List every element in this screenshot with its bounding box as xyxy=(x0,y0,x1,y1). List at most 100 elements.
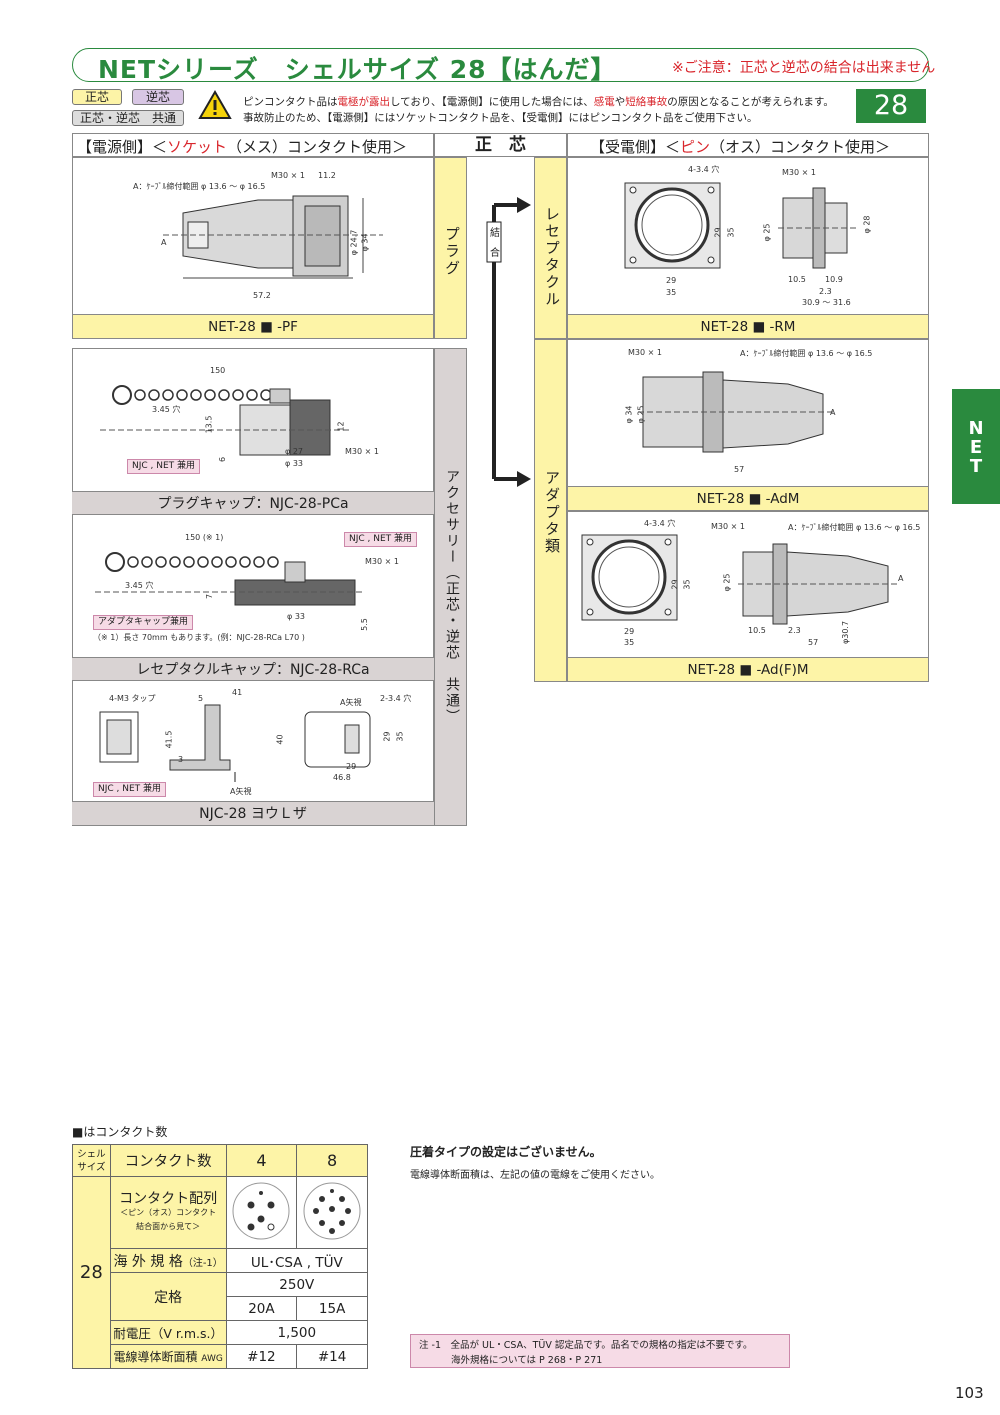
label-adapter: アダプタ類 xyxy=(534,339,567,682)
dim-rm-d29: 29 xyxy=(713,227,723,238)
dim-recepcap-thread: M30 × 1 xyxy=(365,557,399,566)
dim-pf-d3: φ 34 xyxy=(360,233,370,252)
dim-adm-thread: M30 × 1 xyxy=(628,348,662,357)
td-rating-voltage: 250V xyxy=(225,1272,369,1297)
drawing-adm xyxy=(638,371,833,453)
drawing-plug-pf xyxy=(163,195,383,279)
dim-recepcap-hole: 3.45 穴 xyxy=(125,581,154,590)
page-title: NETシリーズ シェルサイズ 28【はんだ】 xyxy=(98,55,617,84)
panel-adapter-adm: M30 × 1 A：ｹｰﾌﾞﾙ締付範囲 φ 13.6 〜 φ 16.5 φ 34… xyxy=(567,339,929,511)
td-wire-8: #14 xyxy=(296,1344,368,1369)
panel-adapter-adfm: 4-3.4 穴 M30 × 1 A：ｹｰﾌﾞﾙ締付範囲 φ 13.6 〜 φ 1… xyxy=(567,511,929,682)
dim-pf-thread: M30 × 1 xyxy=(271,171,305,180)
dim-adm-len: 57 xyxy=(734,465,745,474)
warning-line-2: 事故防止のため、【電源側】にはソケットコンタクト品を、【受電側】にはピンコンタク… xyxy=(243,112,758,124)
dim-plugcap-thread: M30 × 1 xyxy=(345,447,379,456)
label-receptacle: レセプタクル xyxy=(534,157,567,339)
td-wire-4: #12 xyxy=(225,1344,298,1369)
dim-rm-range: 30.9 〜 31.6 xyxy=(802,298,851,307)
header-power-side: 【電源側】＜ソケット（メス）コンタクト使用＞ xyxy=(72,133,434,157)
label-accessories: アクセサリー（正芯・逆芯 共通） xyxy=(434,348,467,826)
th-shell: シェルサイズ xyxy=(72,1144,111,1177)
table-caption: ■はコンタクト数 xyxy=(72,1125,168,1139)
dim-plugcap-len: 150 xyxy=(210,366,226,375)
note-recepcap: （※ 1）長さ 70mm もあります。(例：NJC-28-RCa L70 ) xyxy=(93,633,305,642)
td-rating-current-8: 15A xyxy=(296,1296,368,1321)
dim-pf-d1: 11.2 xyxy=(318,171,336,180)
dim-bracket-d40: 40 xyxy=(275,734,285,745)
badge-common: 正芯・逆芯 共通 xyxy=(72,110,184,126)
shell-size-box: 28 xyxy=(856,89,926,123)
crimp-title: 圧着タイプの設定はございません。 xyxy=(410,1145,602,1159)
caption-adfm: NET-28 ■ -Ad(F)M xyxy=(568,657,928,681)
dim-bracket-d35: 35 xyxy=(395,731,405,742)
dim-recepcap-len: 150 (※ 1) xyxy=(185,533,224,542)
dim-pf-a: A xyxy=(161,238,167,247)
caption-pf: NET-28 ■ -PF xyxy=(73,314,433,338)
drawing-adfm-front xyxy=(581,534,678,621)
dim-bracket-d29: 29 xyxy=(382,731,392,742)
dim-plugcap-d12: 12 xyxy=(336,421,346,432)
note-1: 注 -1 全品が UL・CSA、TÜV 認定品です。品名での規格の指定は不要です… xyxy=(410,1334,790,1368)
dim-recepcap-d7: 7 xyxy=(205,593,215,600)
caption-bracket: NJC-28 ヨウＬザ xyxy=(72,801,434,825)
caption-plug-cap: プラグキャップ：NJC-28-PCa xyxy=(72,491,434,515)
badge-gyakushin: 逆芯 xyxy=(132,89,184,105)
tag-recepcap: NJC , NET 兼用 xyxy=(344,532,418,547)
panel-receptacle-rm: 4-3.4 穴 M30 × 1 29 35 φ 25 φ 28 29 35 10… xyxy=(567,157,929,339)
title-frame xyxy=(72,48,929,82)
td-rating-current-4: 20A xyxy=(225,1296,298,1321)
dim-adfm-range: A：ｹｰﾌﾞﾙ締付範囲 φ 13.6 〜 φ 16.5 xyxy=(788,523,921,532)
drawing-recep-cap xyxy=(95,552,363,606)
dim-bracket-arrow: A矢視 xyxy=(230,787,252,796)
caption-adm: NET-28 ■ -AdM xyxy=(568,486,928,510)
dim-adm-phi25: φ 25 xyxy=(636,405,646,424)
td-wire: 電線導体断面積 AWG xyxy=(109,1344,227,1369)
dim-adfm-w29: 29 xyxy=(624,627,635,636)
dim-adfm-a: A xyxy=(898,574,904,583)
drawing-adfm-side xyxy=(738,543,898,625)
drawing-plug-cap xyxy=(100,385,350,456)
page-number: 103 xyxy=(955,1384,984,1402)
dim-rm-w29: 29 xyxy=(666,276,677,285)
contact-layout-8-diagram xyxy=(303,1182,361,1239)
th-contacts: コンタクト数 xyxy=(109,1144,227,1177)
td-withstand: 耐電圧（V r.m.s.） xyxy=(109,1320,227,1345)
td-layout-4 xyxy=(225,1176,298,1249)
drawing-rm-side xyxy=(778,187,856,269)
label-plug: プラグ xyxy=(434,157,467,339)
dim-adfm-d29: 29 xyxy=(670,579,680,590)
dim-adm-a: A xyxy=(830,408,836,417)
dim-recepcap-d55: 5.5 xyxy=(359,618,369,631)
dim-pf-d2: φ 24.7 xyxy=(349,229,359,256)
td-standard-value: UL･CSA , TÜV xyxy=(225,1248,369,1273)
dim-adfm-len: 57 xyxy=(808,638,819,647)
dim-adfm-d23: 2.3 xyxy=(788,626,801,635)
dim-bracket-view: A矢視 xyxy=(340,698,362,707)
panel-plug-pf: A：ｹｰﾌﾞﾙ締付範囲 φ 13.6 〜 φ 16.5 M30 × 1 11.2… xyxy=(72,157,434,339)
drawing-rm-front xyxy=(624,182,721,269)
tag-recepcap-adapter: アダプタキャップ兼用 xyxy=(93,615,194,630)
dim-pf-len: 57.2 xyxy=(253,291,271,300)
td-standard: 海 外 規 格（注-1） xyxy=(109,1248,227,1273)
dim-plugcap-hole: 3.45 穴 xyxy=(152,405,181,414)
warning-icon xyxy=(198,89,232,119)
dim-rm-d109: 10.9 xyxy=(825,275,843,284)
dim-rm-d105: 10.5 xyxy=(788,275,806,284)
dim-adfm-holes: 4-3.4 穴 xyxy=(644,519,676,528)
contact-layout-4-diagram xyxy=(232,1182,290,1239)
td-layout-8 xyxy=(296,1176,368,1249)
dim-plugcap-d6: 6 xyxy=(218,456,228,463)
dim-rm-d35: 35 xyxy=(726,227,736,238)
warning-line-1: ピンコンタクト品は電極が露出しており、【電源側】に使用した場合には、感電や短絡事… xyxy=(243,96,834,108)
header-center: 正 芯 xyxy=(434,133,567,157)
dim-bracket-d5: 5 xyxy=(198,694,204,703)
dim-bracket-d468: 46.8 xyxy=(333,773,351,782)
th-contacts-8: 8 xyxy=(296,1144,368,1177)
dim-adfm-w35: 35 xyxy=(624,638,635,647)
dim-adfm-d105: 10.5 xyxy=(748,626,766,635)
dim-bracket-w29: 29 xyxy=(346,762,357,771)
dim-plugcap-phi33: φ 33 xyxy=(285,459,303,468)
badge-seishin: 正芯 xyxy=(72,89,122,105)
td-shell-28: 28 xyxy=(72,1176,111,1369)
